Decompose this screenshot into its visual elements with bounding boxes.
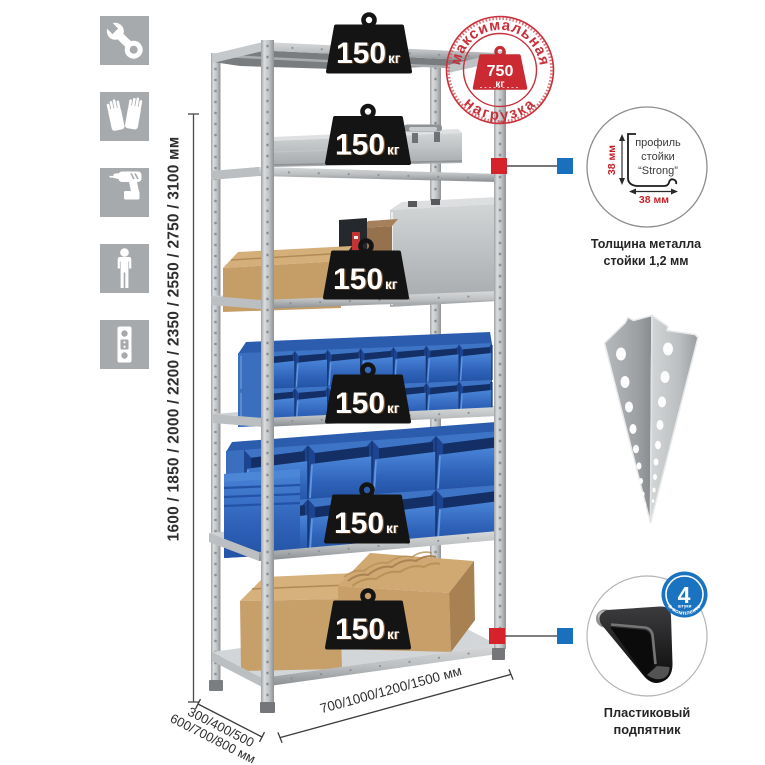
svg-text:150: 150 <box>335 129 385 162</box>
svg-text:стойки 1,2 мм: стойки 1,2 мм <box>604 254 689 268</box>
svg-text:штуки: штуки <box>678 604 692 609</box>
svg-text:кг: кг <box>388 51 401 66</box>
svg-text:кг: кг <box>387 143 400 158</box>
svg-text:38 мм: 38 мм <box>639 194 669 206</box>
svg-text:кг: кг <box>387 401 400 416</box>
svg-text:Толщина металла: Толщина металла <box>591 237 702 251</box>
svg-text:кг: кг <box>388 143 401 158</box>
svg-text:150: 150 <box>334 507 384 540</box>
svg-text:кг: кг <box>385 277 398 292</box>
svg-text:“Strong”: “Strong” <box>638 165 678 177</box>
svg-text:кг: кг <box>389 52 402 67</box>
svg-text:подпятник: подпятник <box>614 722 682 737</box>
svg-text:1600 / 1850 / 2000 / 2200 / 23: 1600 / 1850 / 2000 / 2200 / 2350 / 2550 … <box>166 137 183 542</box>
svg-text:профиль: профиль <box>635 137 681 149</box>
svg-text:кг: кг <box>388 628 401 643</box>
svg-text:750: 750 <box>487 63 514 80</box>
svg-text:кг: кг <box>388 402 401 417</box>
svg-text:150: 150 <box>334 264 384 297</box>
svg-text:кг: кг <box>386 278 399 293</box>
svg-text:38 мм: 38 мм <box>606 145 618 175</box>
svg-text:150: 150 <box>335 387 385 420</box>
svg-text:150: 150 <box>336 129 386 162</box>
svg-text:150: 150 <box>336 37 386 70</box>
svg-text:Пластиковый: Пластиковый <box>604 705 690 720</box>
svg-text:150: 150 <box>337 38 387 71</box>
svg-text:стойки: стойки <box>641 151 675 163</box>
svg-text:кг: кг <box>495 79 504 90</box>
svg-text:150: 150 <box>335 613 385 646</box>
svg-text:кг: кг <box>386 521 399 536</box>
svg-text:150: 150 <box>336 388 386 421</box>
svg-text:150: 150 <box>336 614 386 647</box>
svg-text:150: 150 <box>333 263 383 296</box>
svg-text:150: 150 <box>335 508 385 541</box>
svg-text:кг: кг <box>387 627 400 642</box>
svg-text:4: 4 <box>678 582 691 608</box>
svg-text:кг: кг <box>387 522 400 537</box>
